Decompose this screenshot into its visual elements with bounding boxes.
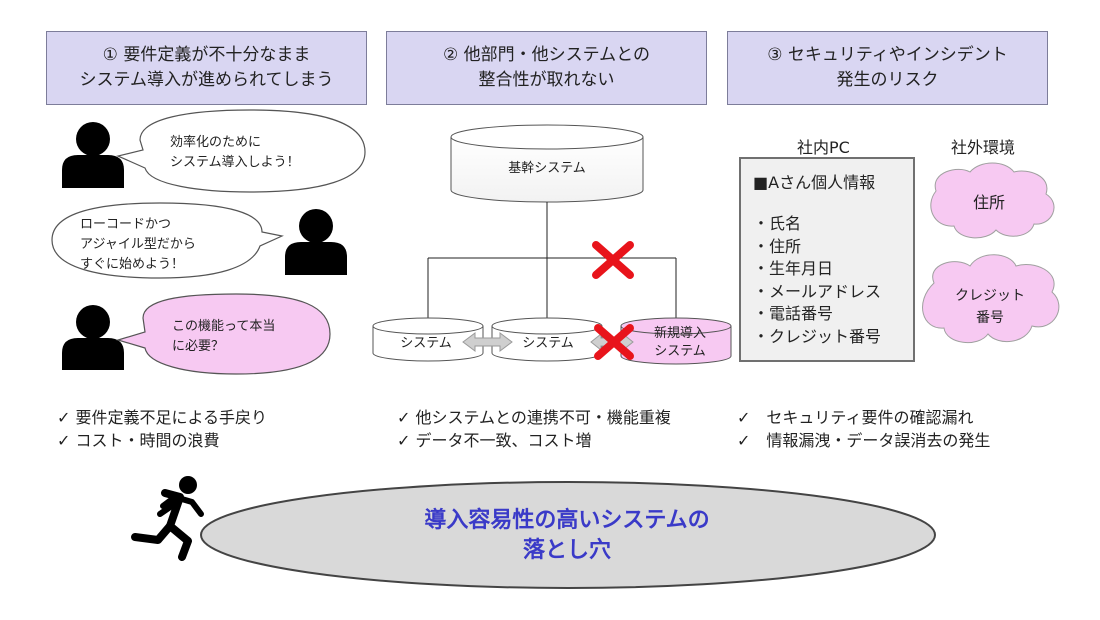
bubble2-line1: ローコードかつ	[80, 217, 171, 232]
cloud-credit-label-line2: 番号	[976, 310, 1004, 326]
person-icon-3	[62, 305, 124, 370]
new-system-label-line1: 新規導入	[654, 325, 706, 341]
info-item-address: ・住所	[753, 236, 802, 256]
header-integration-line1: ② 他部門・他システムとの	[443, 45, 650, 65]
new-system-cylinder	[620, 317, 732, 365]
core-system-label: 基幹システム	[508, 160, 586, 176]
header-requirements-line1: ① 要件定義が不十分なまま	[102, 45, 311, 65]
cross-mark-icon-2	[594, 324, 634, 360]
personal-info-title: ■Aさん個人情報	[753, 173, 876, 192]
bubble3-line2: に必要？	[172, 339, 224, 354]
check-item: ✓ 他システムとの連携不可・機能重複	[397, 408, 671, 427]
person-icon-2	[285, 209, 347, 275]
header-security-line2: 発生のリスク	[836, 70, 939, 90]
bubble2-line2: アジャイル型だから	[80, 237, 196, 252]
speech-bubble-3	[115, 293, 331, 375]
checklist-security: ✓ セキュリティ要件の確認漏れ ✓ 情報漏洩・データ誤消去の発生	[737, 406, 990, 452]
system-a-cylinder	[372, 317, 484, 362]
new-system-label-line2: システム	[654, 344, 706, 359]
info-item-phone: ・電話番号	[753, 304, 834, 323]
cloud-address-label: 住所	[973, 193, 1005, 212]
header-requirements: ① 要件定義が不十分なまま システム導入が進められてしまう	[46, 31, 367, 105]
pitfall-title-line1: 導入容易性の高いシステムの	[424, 507, 709, 533]
pitfall-ellipse	[200, 481, 936, 589]
header-integration-line2: 整合性が取れない	[478, 70, 615, 90]
running-person-icon	[131, 476, 204, 561]
bubble2-line3: すぐに始めよう！	[80, 257, 184, 272]
check-item: ✓ 情報漏洩・データ誤消去の発生	[737, 431, 991, 450]
checklist-integration: ✓ 他システムとの連携不可・機能重複 ✓ データ不一致、コスト増	[397, 406, 671, 452]
info-item-credit: ・クレジット番号	[753, 326, 882, 346]
external-env-label: 社外環境	[951, 138, 1016, 157]
check-item: ✓ データ不一致、コスト増	[397, 431, 592, 450]
info-item-email: ・メールアドレス	[753, 281, 882, 301]
cross-mark-icon-1	[592, 241, 634, 279]
cloud-address	[930, 162, 1055, 239]
person-icon-1	[62, 122, 124, 188]
info-item-birthdate: ・生年月日	[753, 259, 834, 278]
check-item: ✓ コスト・時間の浪費	[57, 431, 220, 450]
bidirectional-arrow-icon	[462, 332, 513, 352]
system-a-label: システム	[400, 336, 452, 351]
system-b-cylinder	[491, 317, 603, 362]
header-security: ③ セキュリティやインシデント 発生のリスク	[727, 31, 1048, 105]
pitfall-title-line2: 落とし穴	[523, 537, 611, 563]
header-security-line1: ③ セキュリティやインシデント	[767, 45, 1008, 65]
cloud-credit-label-line1: クレジット	[955, 288, 1025, 304]
check-item: ✓ セキュリティ要件の確認漏れ	[737, 408, 974, 427]
header-requirements-line2: システム導入が進められてしまう	[79, 70, 334, 90]
header-integration: ② 他部門・他システムとの 整合性が取れない	[386, 31, 707, 105]
connector-lines	[427, 202, 677, 322]
system-b-label: システム	[522, 336, 574, 351]
personal-info-box: ■Aさん個人情報 ・氏名 ・住所 ・生年月日 ・メールアドレス ・電話番号 ・ク…	[739, 157, 915, 362]
info-item-name: ・氏名	[753, 214, 802, 233]
checklist-requirements: ✓ 要件定義不足による手戻り ✓ コスト・時間の浪費	[57, 406, 267, 452]
speech-bubble-1	[116, 109, 366, 193]
bubble1-line1: 効率化のために	[170, 134, 261, 150]
internal-pc-label: 社内PC	[797, 138, 850, 157]
check-item: ✓ 要件定義不足による手戻り	[57, 408, 268, 427]
bubble3-line1: この機能って本当	[172, 319, 275, 334]
speech-bubble-2	[51, 202, 284, 279]
cloud-credit	[922, 254, 1060, 344]
bubble1-line2: システム導入しよう！	[170, 155, 300, 170]
core-system-cylinder	[450, 124, 644, 203]
